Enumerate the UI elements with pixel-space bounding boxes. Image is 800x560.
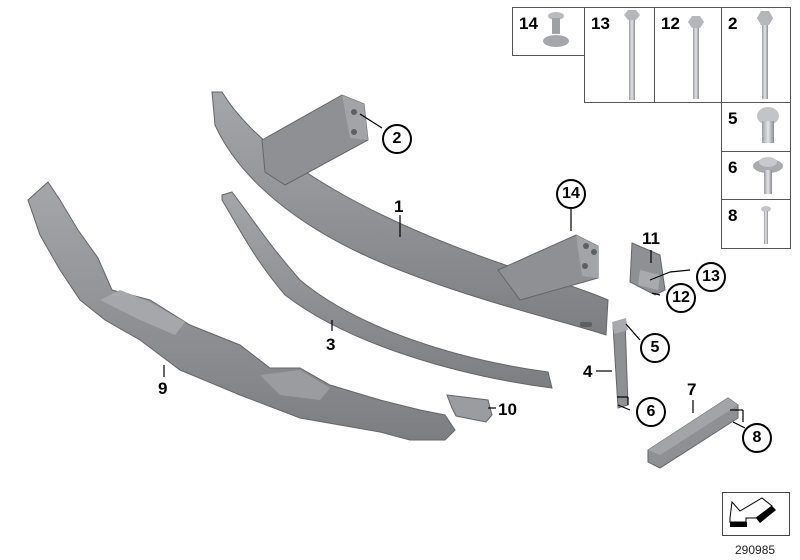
fastener-cell-6[interactable]: 6 (721, 151, 791, 200)
part-10-clip (446, 394, 493, 423)
callout-14[interactable]: 14 (556, 179, 586, 209)
callout-3[interactable]: 3 (326, 335, 336, 354)
leader-lines (163, 113, 746, 429)
callout-1[interactable]: 1 (394, 197, 404, 216)
part-1-bumper-carrier (211, 91, 609, 336)
fastener-label: 2 (728, 14, 738, 33)
fastener-cell-5[interactable]: 5 (721, 102, 791, 152)
document-number: 290985 (735, 543, 776, 557)
callout-2[interactable]: 2 (382, 124, 412, 154)
fastener-label: 5 (728, 109, 738, 128)
fastener-label: 8 (728, 206, 738, 225)
callout-5[interactable]: 5 (640, 333, 670, 363)
callout-8[interactable]: 8 (742, 423, 772, 453)
part-4-bracket (612, 318, 629, 409)
callout-9[interactable]: 9 (158, 379, 168, 398)
callout-13[interactable]: 13 (696, 262, 726, 292)
fastener-label: 14 (519, 14, 538, 33)
part-7-box-bracket (647, 397, 739, 469)
fastener-cell-12[interactable]: 12 (654, 7, 722, 103)
fastener-cell-8[interactable]: 8 (721, 199, 791, 249)
fastener-cell-2[interactable]: 2 (721, 7, 791, 103)
fastener-label: 6 (728, 158, 738, 177)
arrow-down-left-icon[interactable] (722, 492, 790, 536)
part-3-reinforcement (221, 191, 553, 389)
fastener-cell-13[interactable]: 13 (584, 7, 655, 103)
part-9-energy-absorber (27, 181, 456, 441)
fastener-label: 12 (661, 14, 680, 33)
fastener-label: 13 (591, 14, 610, 33)
callout-6[interactable]: 6 (636, 397, 666, 427)
callout-10[interactable]: 10 (498, 400, 517, 419)
callout-7[interactable]: 7 (687, 380, 697, 399)
callout-12[interactable]: 12 (666, 283, 696, 313)
fastener-cell-14[interactable]: 14 (512, 7, 585, 56)
callout-4[interactable]: 4 (583, 362, 593, 381)
callout-11[interactable]: 11 (642, 229, 660, 248)
part-11-bracket (629, 242, 666, 296)
